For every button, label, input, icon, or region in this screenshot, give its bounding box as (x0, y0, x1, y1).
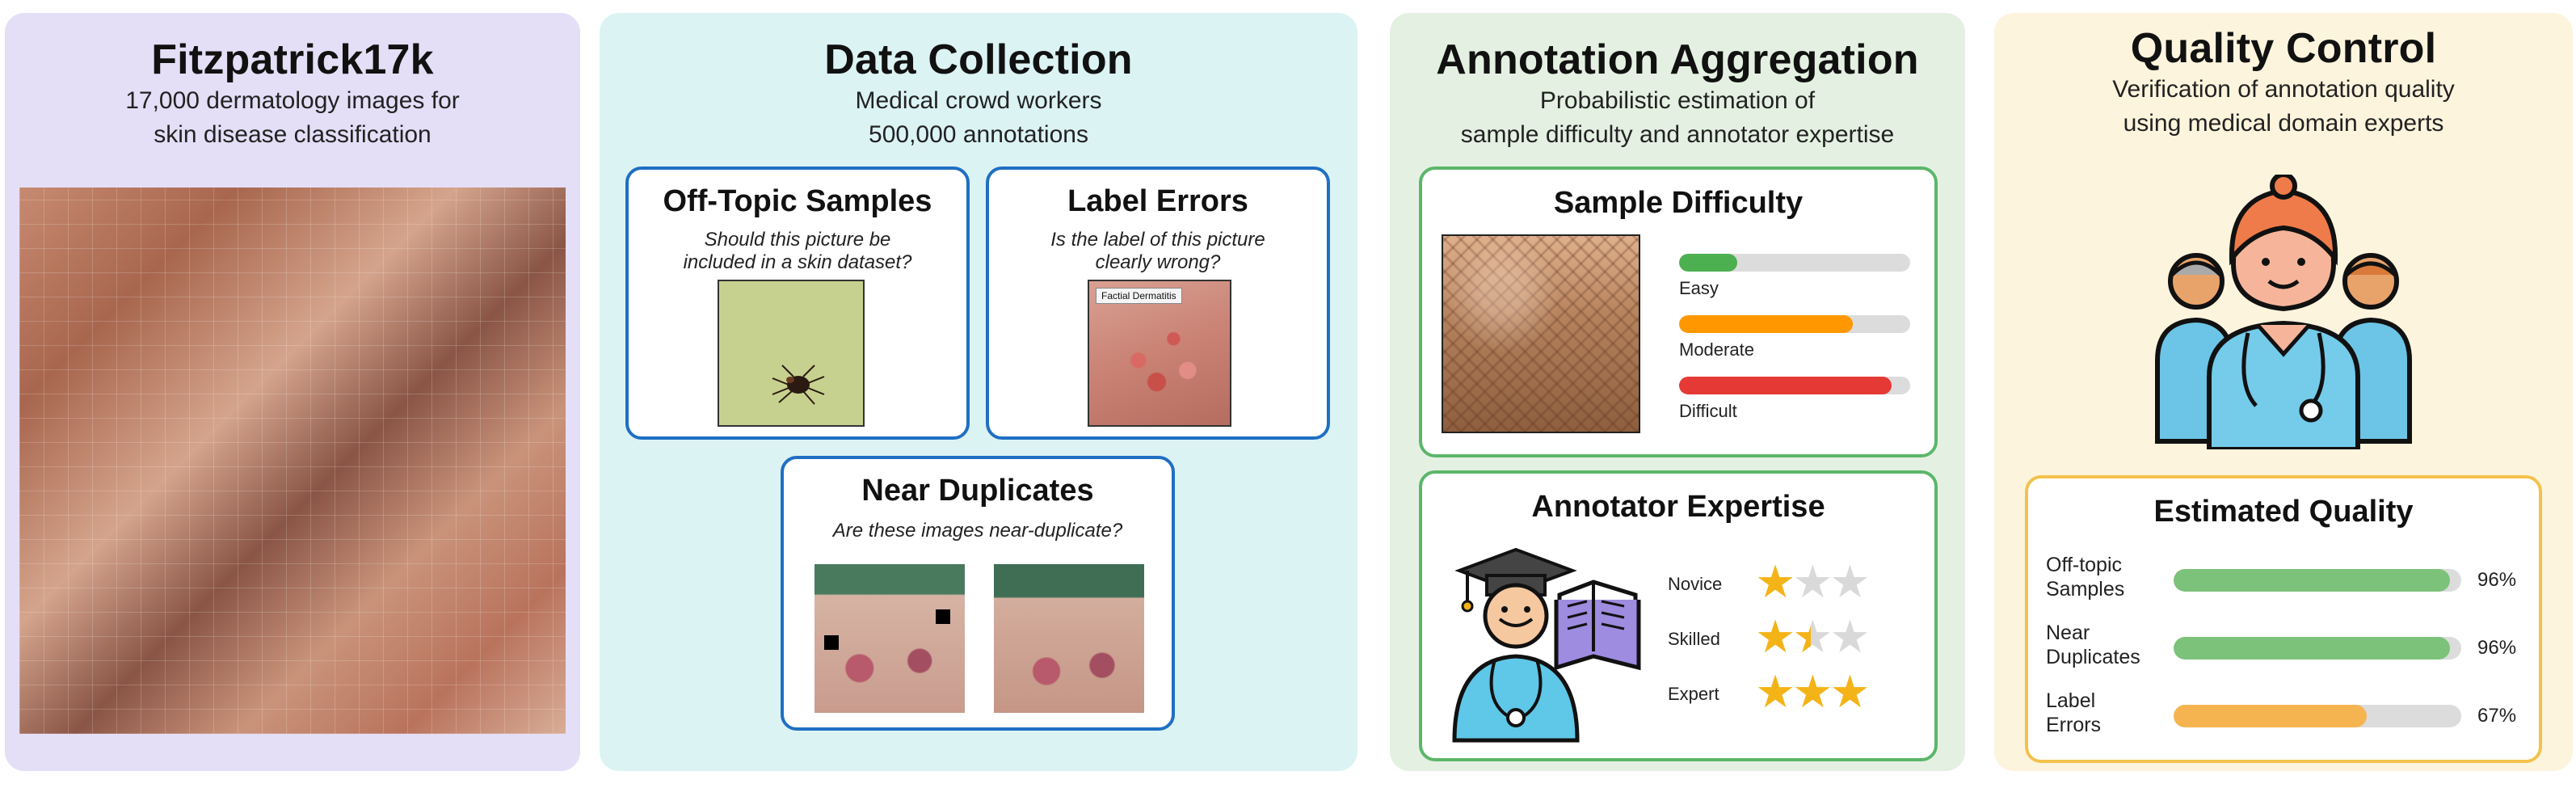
quality-bar-label-errors (2174, 705, 2461, 727)
hands-photo-right (994, 564, 1144, 713)
panel-subtitle-line1: Probabilistic estimation of (1539, 87, 1816, 114)
off-topic-card: Off-Topic Samples Should this picture be… (625, 166, 970, 440)
card-title: Near Duplicates (861, 474, 1094, 508)
panel-subtitle-line2: using medical domain experts (2123, 110, 2444, 137)
expertise-label-expert: Expert (1668, 684, 1719, 704)
star-icon: ★ (1755, 556, 1795, 607)
card-title: Estimated Quality (2153, 495, 2414, 529)
data-collection-panel: Data Collection Medical crowd workers 50… (600, 13, 1357, 771)
card-title: Annotator Expertise (1531, 490, 1825, 524)
difficulty-bar-moderate (1679, 315, 1910, 333)
star-icon: ★ (1829, 611, 1870, 662)
panel-subtitle-line1: Verification of annotation quality (2112, 76, 2455, 103)
expertise-label-skilled: Skilled (1668, 629, 1720, 649)
quality-bar-near-duplicates (2174, 637, 2461, 660)
label-errors-card: Label Errors Is the label of this pictur… (986, 166, 1330, 440)
expert-star-rating: ★★★ (1755, 666, 1871, 717)
card-question-line1: Is the label of this picture (1050, 229, 1265, 251)
card-title: Off-Topic Samples (663, 184, 932, 218)
novice-star-rating: ★★★ (1755, 556, 1871, 607)
card-question-line1: Should this picture be (704, 229, 891, 251)
annotator-expertise-card: Annotator Expertise Novice ★★★ Skill (1419, 470, 1938, 761)
star-icon: ★ (1829, 556, 1870, 607)
panel-subtitle-line2: 500,000 annotations (869, 121, 1088, 148)
panel-subtitle-line1: Medical crowd workers (855, 87, 1102, 114)
difficulty-bar-easy (1679, 254, 1910, 272)
medical-experts-icon (2155, 175, 2412, 449)
panel-title: Fitzpatrick17k (151, 36, 434, 83)
panel-subtitle-line1: 17,000 dermatology images for (125, 87, 460, 114)
panel-subtitle-line2: skin disease classification (154, 121, 431, 148)
quality-value-label-errors: 67% (2477, 705, 2517, 727)
bar-fill (1679, 254, 1737, 272)
difficulty-label-easy: Easy (1679, 278, 1719, 298)
tick-photo (718, 280, 865, 427)
star-icon: ★ (1829, 666, 1870, 717)
quality-value-off-topic: 96% (2477, 569, 2517, 591)
annotator-graduate-icon (1452, 547, 1641, 743)
hands-photo-left (814, 564, 965, 713)
panel-title: Data Collection (824, 36, 1133, 83)
bar-fill (2174, 637, 2450, 660)
skilled-star-rating: ★★★ (1755, 611, 1871, 662)
card-question-line2: clearly wrong? (1095, 251, 1221, 273)
facial-dermatitis-photo: Factial Dermatitis (1088, 280, 1231, 427)
card-question-line2: included in a skin dataset? (683, 251, 912, 273)
panel-title: Quality Control (2130, 25, 2437, 72)
panel-title: Annotation Aggregation (1436, 36, 1919, 83)
bar-fill (2174, 705, 2367, 727)
fitzpatrick-panel: Fitzpatrick17k 17,000 dermatology images… (5, 13, 580, 771)
sample-difficulty-card: Sample Difficulty Easy Moderate Difficul… (1419, 166, 1938, 457)
card-title: Sample Difficulty (1553, 186, 1804, 220)
bar-fill (1679, 315, 1853, 333)
skin-texture-photo (1442, 234, 1640, 433)
card-title: Label Errors (1067, 184, 1248, 218)
difficulty-bar-difficult (1679, 377, 1910, 394)
panel-subtitle-line2: sample difficulty and annotator expertis… (1460, 121, 1895, 148)
annotation-aggregation-panel: Annotation Aggregation Probabilistic est… (1390, 13, 1965, 771)
dermatology-image-mosaic (19, 188, 566, 734)
star-icon: ★ (1755, 611, 1795, 662)
quality-value-near-duplicates: 96% (2477, 637, 2517, 659)
bar-fill (2174, 569, 2450, 592)
bar-fill (1679, 377, 1892, 394)
star-icon: ★ (1792, 556, 1833, 607)
star-icon: ★ (1792, 666, 1833, 717)
near-duplicates-card: Near Duplicates Are these images near-du… (781, 456, 1175, 731)
difficulty-label-moderate: Moderate (1679, 339, 1754, 360)
star-icon: ★ (1755, 666, 1795, 717)
image-label-tag: Factial Dermatitis (1096, 288, 1182, 304)
star-icon: ★ (1792, 611, 1833, 662)
quality-control-panel: Quality Control Verification of annotati… (1994, 13, 2573, 771)
card-question-line1: Are these images near-duplicate? (832, 520, 1123, 542)
expertise-label-novice: Novice (1668, 574, 1723, 594)
difficulty-label-difficult: Difficult (1679, 401, 1737, 421)
quality-bar-off-topic (2174, 569, 2461, 592)
